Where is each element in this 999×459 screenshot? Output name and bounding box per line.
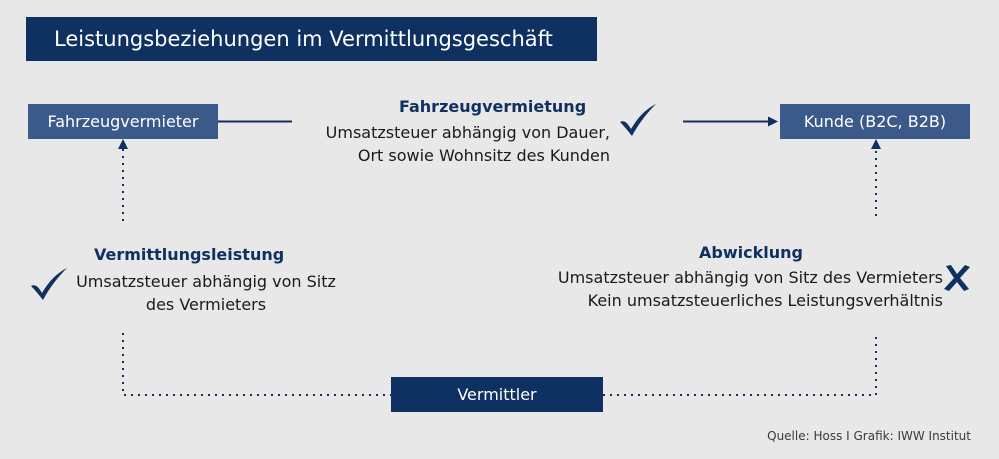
fahrzeugvermietung-line-2: Ort sowie Wohnsitz des Kunden	[357, 146, 610, 165]
diagram-title: Leistungsbeziehungen im Vermittlungsgesc…	[26, 17, 597, 61]
abwicklung-line-2: Kein umsatzsteuerliches Leistungsverhält…	[587, 291, 943, 310]
abwicklung-heading: Abwicklung	[699, 243, 803, 262]
cross-icon	[944, 265, 970, 291]
source-caption: Quelle: Hoss I Grafik: IWW Institut	[767, 429, 971, 443]
fahrzeugvermietung-heading: Fahrzeugvermietung	[399, 97, 587, 116]
vermittler-right-dotted-line	[603, 333, 877, 396]
abwicklung-line-1: Umsatzsteuer abhängig von Sitz des Vermi…	[557, 268, 943, 287]
fahrzeugvermietung-text: Umsatzsteuer abhängig von Dauer, Ort sow…	[326, 121, 610, 167]
node-vermittler: Vermittler	[391, 377, 603, 412]
abwicklung-text: Umsatzsteuer abhängig von Sitz des Vermi…	[558, 266, 943, 312]
check-icon	[620, 104, 656, 136]
vermittlungsleistung-line-1: Umsatzsteuer abhängig von Sitz	[76, 272, 336, 291]
vermittlungsleistung-text: Umsatzsteuer abhängig von Sitz des Vermi…	[70, 270, 342, 316]
node-fahrzeugvermieter: Fahrzeugvermieter	[28, 104, 218, 139]
vermittler-left-dotted-line	[122, 333, 391, 396]
vermittlungsleistung-line-2: des Vermieters	[145, 295, 267, 314]
vermittlungsleistung-heading: Vermittlungsleistung	[94, 245, 285, 264]
fahrzeugvermietung-line-1: Umsatzsteuer abhängig von Dauer,	[325, 123, 610, 142]
node-kunde: Kunde (B2C, B2B)	[780, 104, 970, 139]
check-icon	[31, 268, 67, 300]
